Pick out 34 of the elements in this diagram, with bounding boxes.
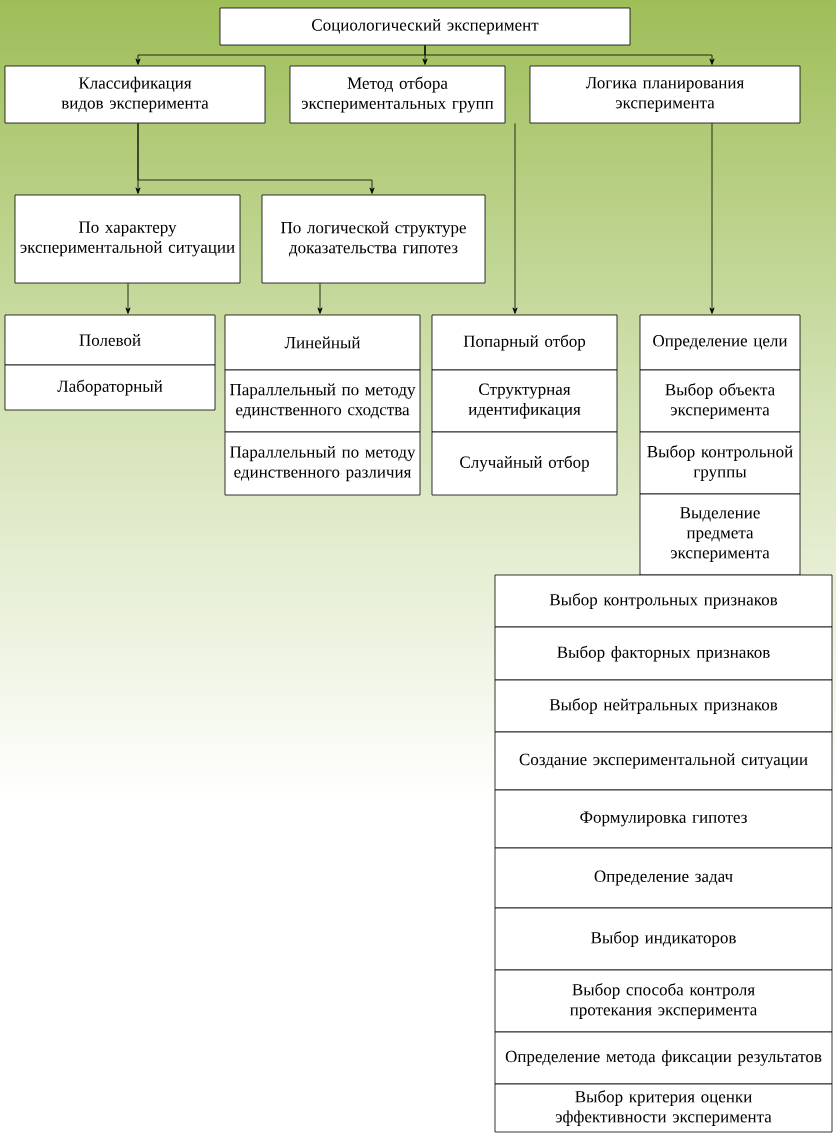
- text-box: Создание экспериментальной ситуации: [494, 731, 833, 791]
- arrow: [125, 283, 131, 314]
- text-box: Выбор контрольной группы: [639, 431, 801, 495]
- text-box: Определение метода фиксации результатов: [494, 1031, 833, 1085]
- text-box: Выделение предмета эксперимента: [639, 493, 801, 576]
- text-box: Выбор контрольных признаков: [494, 574, 833, 628]
- text-box: Метод отбора экспериментальных групп: [289, 65, 506, 124]
- text-box: Социологический эксперимент: [219, 7, 631, 46]
- text-box: Логика планирования эксперимента: [529, 65, 801, 124]
- text-box: Выбор факторных признаков: [494, 626, 833, 681]
- text-box: Лабораторный: [4, 364, 216, 411]
- text-box: Попарный отбор: [431, 314, 618, 371]
- text-box: Выбор критерия оценки эффективности эксперимента: [494, 1083, 833, 1133]
- text-box: Определение задач: [494, 847, 833, 909]
- text-box: Параллельный по методу единственного сходства: [224, 369, 421, 433]
- text-box: Формулировка гипотез: [494, 789, 833, 849]
- arrow: [424, 45, 715, 65]
- text-box: Структурная идентификация: [431, 369, 618, 433]
- arrow: [512, 123, 518, 314]
- arrow: [709, 123, 715, 314]
- text-box: По характеру экспериментальной ситуации: [14, 194, 241, 284]
- text-box: Выбор индикаторов: [494, 907, 833, 971]
- text-box: Линейный: [224, 314, 421, 371]
- text-box: Параллельный по методу единственного различия: [224, 431, 421, 496]
- text-box: Полевой: [4, 314, 216, 366]
- text-box: Случайный отбор: [431, 431, 618, 496]
- text-box: По логической структуре доказательства гипотез: [261, 194, 486, 284]
- arrow: [317, 283, 323, 314]
- text-box: Выбор объекта эксперимента: [639, 369, 801, 433]
- text-box: Определение цели: [639, 314, 801, 371]
- arrow: [137, 123, 375, 194]
- text-box: Выбор нейтральных признаков: [494, 679, 833, 733]
- text-box: Выбор способа контроля протекания эксперимента: [494, 969, 833, 1033]
- text-box: Классификация видов эксперимента: [4, 65, 266, 124]
